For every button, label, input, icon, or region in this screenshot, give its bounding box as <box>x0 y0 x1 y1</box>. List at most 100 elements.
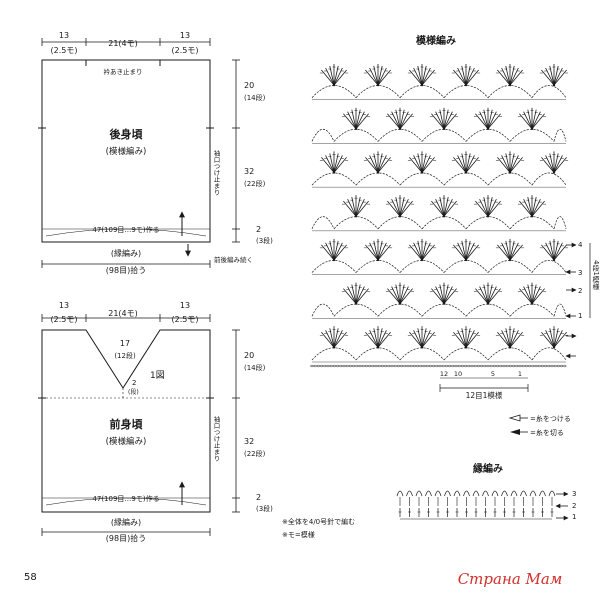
fan-stitch <box>333 332 347 348</box>
foundation-chain <box>521 364 525 368</box>
fan-base <box>376 83 380 87</box>
foundation-chain <box>441 364 445 368</box>
chain-arch <box>311 347 357 361</box>
front-dim-right: 13 <box>180 301 190 310</box>
foundation-chain <box>476 364 481 368</box>
fan-base <box>442 127 446 131</box>
foundation-chain <box>380 364 385 368</box>
foundation-chain <box>495 364 500 368</box>
fan-stitch <box>399 200 413 217</box>
fan-base <box>464 171 468 174</box>
pattern-band <box>311 107 567 144</box>
chain-arch <box>311 85 357 98</box>
fan-stitch <box>541 244 555 261</box>
fan-base <box>376 346 380 349</box>
front-edge-label: (縁編み) <box>111 517 141 527</box>
fan-stitch <box>553 157 567 173</box>
fan-stitch <box>321 332 335 348</box>
fan-base <box>398 302 402 305</box>
row-direction-arrows <box>565 242 577 359</box>
fan-stitch <box>377 157 391 173</box>
chain-arch <box>399 347 445 361</box>
chain-arch <box>443 85 489 98</box>
foundation-chain <box>556 364 561 368</box>
front-figure-ref: 1図 <box>150 370 165 381</box>
fan-stitch <box>365 157 379 173</box>
fan-stitch <box>343 288 357 304</box>
join-yarn-icon <box>508 414 521 422</box>
fan-stitch <box>531 200 545 217</box>
fan-base <box>464 83 468 87</box>
chain-arch <box>311 260 357 273</box>
back-panel-diagram: 13 (2.5モ) 21(4モ) 13 (2.5モ) 衿あき止まり 後身頃 (模… <box>38 31 273 275</box>
chain-arch <box>531 260 567 273</box>
foundation-chain <box>463 364 468 368</box>
fan-stitch <box>497 332 511 348</box>
stitch-count-12: 12 <box>440 370 448 378</box>
chain-arch <box>443 172 489 186</box>
fan-stitch <box>509 157 523 173</box>
chain-arch <box>553 303 567 317</box>
foundation-chain <box>326 364 330 368</box>
chain-arch <box>311 128 335 142</box>
stitch-count-axis: 12 10 5 1 12目1模様 <box>439 370 529 400</box>
fan-stitch <box>355 113 369 130</box>
chain-arch <box>377 303 423 317</box>
fan-base <box>508 83 512 87</box>
front-v-depth: 17 <box>120 339 130 348</box>
foundation-chain <box>540 364 545 368</box>
foundation-chain <box>486 364 490 368</box>
edging-row-labels: 3 2 1 <box>572 490 576 521</box>
chain-arch <box>509 128 555 142</box>
front-height-bottom-sub: (3段) <box>256 504 273 513</box>
fan-stitch <box>443 288 457 304</box>
fan-stitch <box>377 69 391 86</box>
foundation-chain <box>371 364 375 368</box>
foundation-chain <box>396 364 401 368</box>
fan-stitch <box>377 244 391 261</box>
fan-base <box>464 258 468 262</box>
fan-stitch <box>365 332 379 348</box>
fan-base <box>552 83 556 87</box>
chain-arch <box>531 85 567 98</box>
fan-stitch <box>541 157 555 173</box>
foundation-chain <box>323 364 327 368</box>
fan-stitch <box>453 69 467 86</box>
chain-arch <box>311 216 335 230</box>
back-side-note: 袖口つけ止まり <box>212 149 220 196</box>
fan-stitch <box>343 200 357 217</box>
fan-base <box>332 83 336 87</box>
row-label-1: 1 <box>578 312 582 320</box>
back-height-mid: 32 <box>244 167 254 176</box>
fan-stitch <box>421 244 435 261</box>
back-width-total: (98目)拾う <box>106 265 146 275</box>
chain-arch <box>443 260 489 273</box>
fan-base <box>508 346 512 349</box>
chain-arch <box>443 347 489 361</box>
foundation-chain <box>409 364 413 368</box>
fan-stitch <box>443 200 457 217</box>
fan-stitch <box>443 113 457 130</box>
front-height-bottom: 2 <box>256 493 261 502</box>
fan-base <box>354 215 358 218</box>
front-panel-subtitle: (模様編み) <box>106 436 147 447</box>
back-panel-title: 後身頃 <box>110 127 144 141</box>
fan-stitch <box>475 288 489 304</box>
picot-loop <box>396 490 404 497</box>
chain-arch <box>553 128 567 142</box>
fan-stitch <box>399 288 413 304</box>
fan-stitch <box>409 157 423 173</box>
front-dim-left-sub: (2.5モ) <box>51 315 78 324</box>
fan-stitch <box>409 244 423 261</box>
front-height-top: 20 <box>244 351 254 360</box>
fan-base <box>530 127 534 131</box>
fan-base <box>376 171 380 174</box>
foundation-chain <box>403 364 407 368</box>
chain-arch <box>421 128 467 142</box>
picot-loop <box>491 490 499 497</box>
edging-row-1: 1 <box>572 513 576 521</box>
fan-base <box>420 346 424 349</box>
fan-stitch <box>509 244 523 261</box>
fan-stitch <box>465 244 479 261</box>
fan-stitch <box>387 200 401 217</box>
